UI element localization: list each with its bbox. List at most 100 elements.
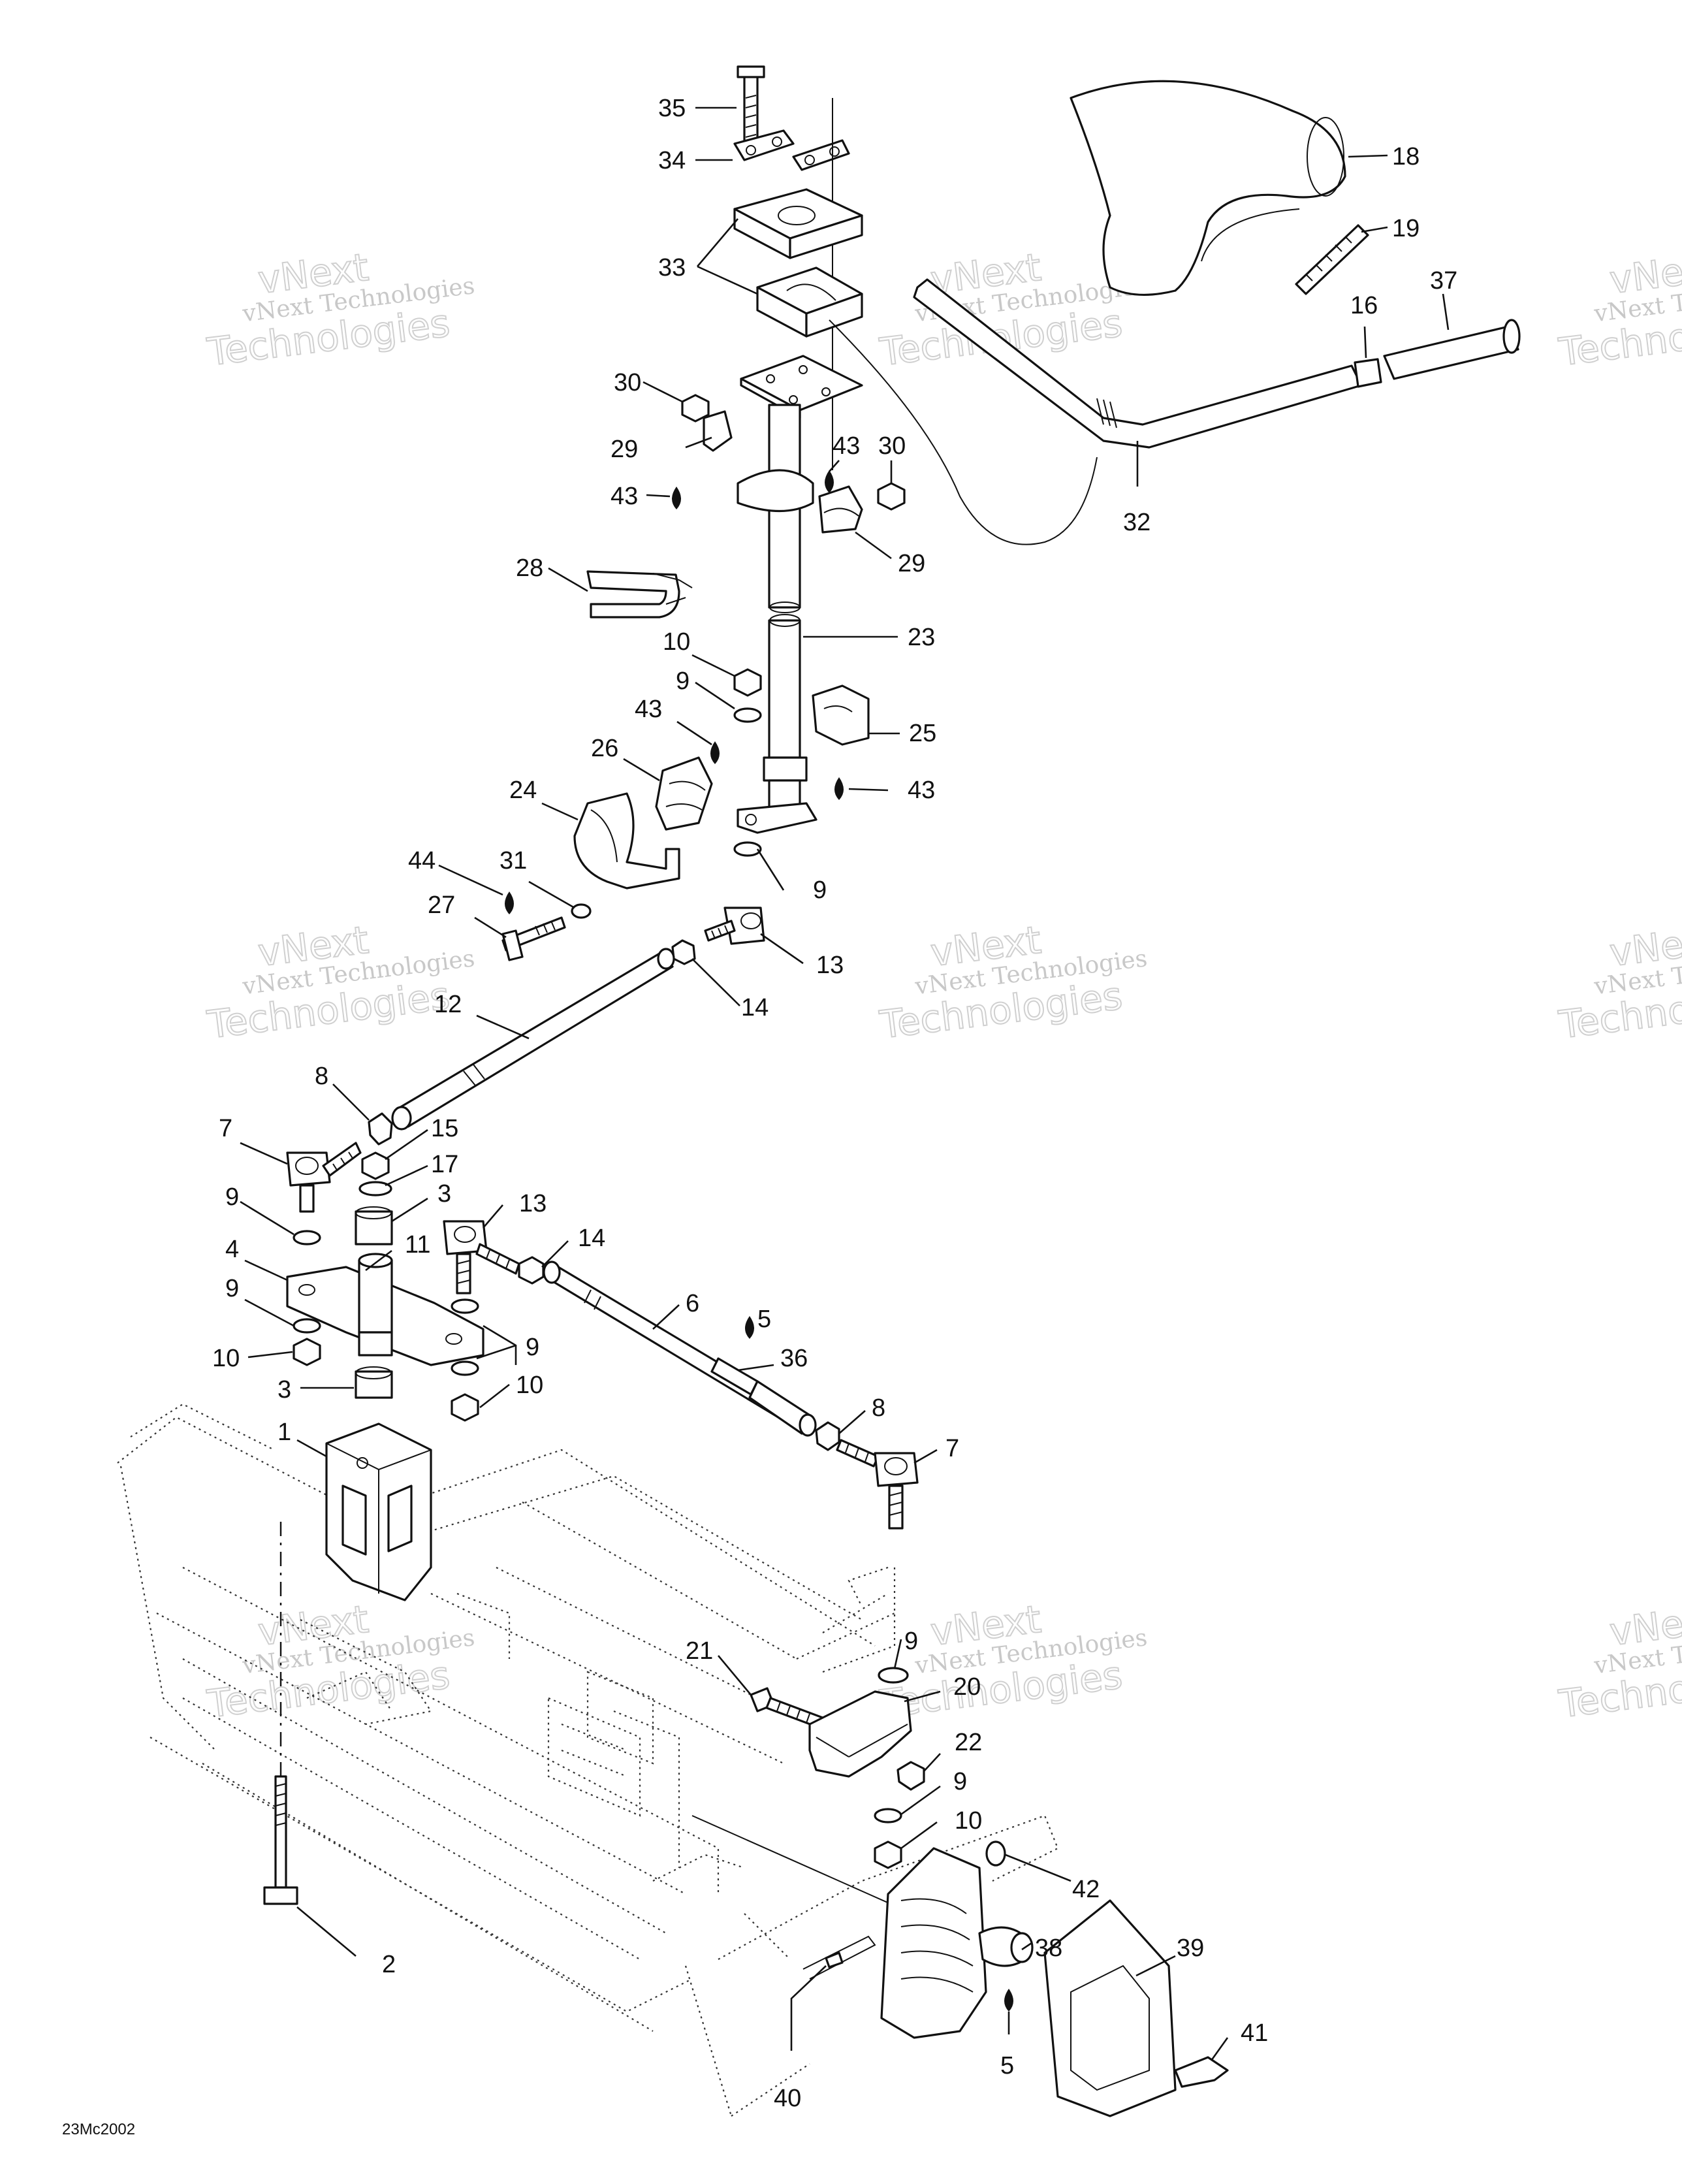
nut-10b bbox=[293, 1338, 321, 1366]
callout-32: 32 bbox=[1123, 509, 1150, 536]
callout-12: 12 bbox=[434, 991, 462, 1018]
callout-4: 4 bbox=[225, 1236, 239, 1263]
callout-9: 9 bbox=[526, 1334, 539, 1361]
grease-drop-icon bbox=[834, 777, 844, 800]
watermark: vNext vNext Technologies Technologies bbox=[876, 917, 1149, 1048]
callout-9: 9 bbox=[904, 1628, 918, 1655]
column-flange bbox=[740, 355, 863, 411]
callout-3: 3 bbox=[278, 1376, 291, 1404]
callout-13: 13 bbox=[816, 952, 844, 979]
callout-18: 18 bbox=[1392, 143, 1420, 170]
watermark: vNext vNext Technologies Technologies bbox=[204, 244, 476, 375]
bushing-3a bbox=[355, 1210, 393, 1245]
plate-39 bbox=[1043, 1899, 1177, 2117]
callout-30: 30 bbox=[878, 432, 906, 460]
nut-14b bbox=[518, 1256, 545, 1285]
pin-41 bbox=[1174, 2056, 1229, 2088]
callout-3: 3 bbox=[437, 1180, 451, 1208]
callout-9: 9 bbox=[953, 1768, 967, 1795]
callout-10: 10 bbox=[212, 1345, 240, 1372]
bushing-3b bbox=[355, 1370, 393, 1399]
callout-22: 22 bbox=[955, 1729, 982, 1756]
handlebar-assembly bbox=[829, 80, 1521, 545]
grease-drop-icon bbox=[505, 891, 514, 914]
u-bolt-28 bbox=[586, 570, 693, 618]
nut-8b bbox=[815, 1421, 840, 1451]
grease-drop-icon bbox=[825, 470, 834, 493]
washer-9f bbox=[451, 1360, 479, 1376]
callout-10: 10 bbox=[516, 1372, 543, 1399]
washer-9 bbox=[733, 707, 762, 723]
nut-14 bbox=[671, 939, 696, 965]
washer-9e bbox=[451, 1298, 479, 1314]
jet-steering-arm-group bbox=[691, 1667, 928, 1921]
callout-20: 20 bbox=[953, 1673, 981, 1701]
nut-8a bbox=[368, 1112, 393, 1146]
callout-38: 38 bbox=[1035, 1935, 1062, 1962]
callout-29: 29 bbox=[611, 436, 638, 463]
callout-10: 10 bbox=[663, 628, 690, 656]
nut-10 bbox=[733, 668, 762, 697]
callout-17: 17 bbox=[431, 1151, 458, 1178]
washer-31 bbox=[571, 903, 592, 919]
grease-drop-icon bbox=[710, 741, 720, 764]
callout-41: 41 bbox=[1241, 2019, 1268, 2047]
washer-9h bbox=[874, 1808, 902, 1823]
callout-14: 14 bbox=[578, 1225, 605, 1252]
callout-34: 34 bbox=[658, 147, 686, 174]
support-bracket-group bbox=[501, 756, 713, 961]
washer-9c bbox=[293, 1230, 321, 1245]
callout-14: 14 bbox=[741, 994, 769, 1021]
ring-16 bbox=[1354, 358, 1382, 388]
washer-9d bbox=[293, 1318, 321, 1334]
callout-28: 28 bbox=[516, 554, 543, 582]
callout-13: 13 bbox=[519, 1190, 547, 1217]
callout-10: 10 bbox=[955, 1807, 982, 1835]
callout-26: 26 bbox=[591, 735, 618, 762]
nut-10d bbox=[874, 1840, 902, 1869]
callout-44: 44 bbox=[408, 847, 436, 875]
bolt-2 bbox=[274, 1775, 287, 1889]
callout-9: 9 bbox=[676, 667, 690, 695]
watermark: vNext vNext Technologies Technologies bbox=[204, 917, 476, 1048]
nut-30a bbox=[681, 394, 710, 423]
boot-group bbox=[802, 1840, 1229, 2117]
callout-16: 16 bbox=[1350, 292, 1378, 319]
grip-37 bbox=[1383, 325, 1519, 380]
callout-11: 11 bbox=[405, 1231, 430, 1259]
washer-9b bbox=[733, 841, 762, 857]
callout-24: 24 bbox=[509, 777, 537, 804]
washer-17 bbox=[358, 1181, 392, 1196]
callout-6: 6 bbox=[686, 1290, 699, 1317]
callout-9: 9 bbox=[225, 1183, 239, 1211]
ball-joint-7b bbox=[874, 1452, 919, 1487]
nut-15 bbox=[361, 1151, 390, 1180]
nut-22 bbox=[897, 1761, 925, 1791]
callout-labels: 35 34 33 18 19 16 37 32 30 29 43 43 30 2… bbox=[212, 95, 1457, 2112]
callout-43: 43 bbox=[833, 432, 860, 460]
grease-drops bbox=[505, 470, 1013, 2012]
callout-42: 42 bbox=[1072, 1876, 1100, 1903]
callout-9: 9 bbox=[225, 1275, 239, 1302]
callout-43: 43 bbox=[908, 777, 935, 804]
callout-39: 39 bbox=[1177, 1935, 1204, 1962]
tie-rod-12-assembly bbox=[286, 907, 765, 1213]
callout-8: 8 bbox=[315, 1063, 328, 1090]
watermark: vNext vNext Technologies Technologies bbox=[1555, 1596, 1682, 1727]
callout-21: 21 bbox=[686, 1637, 713, 1665]
nut-10c bbox=[451, 1393, 479, 1422]
hull-frame-outline bbox=[117, 1403, 1059, 2117]
callout-15: 15 bbox=[431, 1115, 458, 1142]
grease-drop-icon bbox=[672, 487, 681, 509]
washer-42 bbox=[985, 1840, 1006, 1867]
watermark: vNext vNext Technologies Technologies bbox=[204, 1596, 476, 1727]
plate-34b bbox=[792, 139, 850, 171]
callout-7: 7 bbox=[219, 1115, 232, 1142]
callout-7: 7 bbox=[945, 1435, 959, 1462]
callout-35: 35 bbox=[658, 95, 686, 122]
callout-23: 23 bbox=[908, 624, 935, 651]
boot-38 bbox=[880, 1847, 987, 2039]
washer-9g bbox=[878, 1667, 909, 1684]
callout-8: 8 bbox=[872, 1394, 885, 1422]
